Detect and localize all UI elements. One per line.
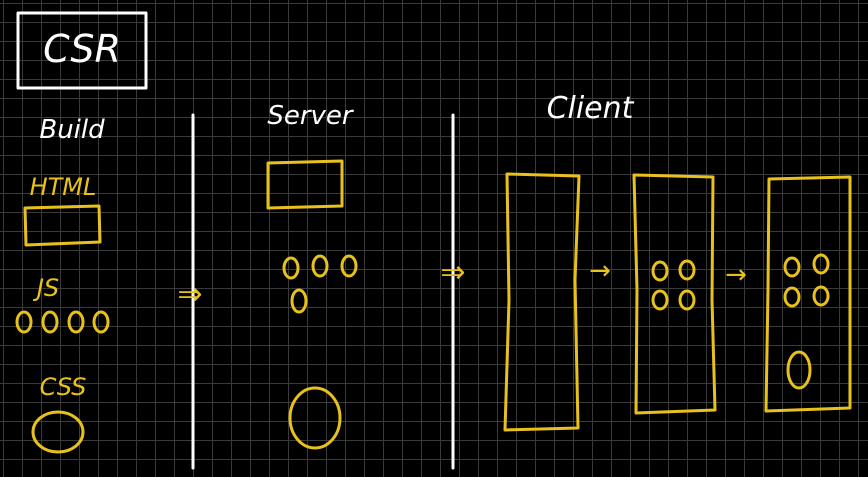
build-to-server-arrow: ⇒ (177, 277, 202, 312)
build-heading: Build (39, 115, 105, 145)
client-page-js-loaded (632, 173, 717, 415)
js-file-shape (678, 259, 696, 281)
server-to-client-arrow: ⇒ (440, 255, 465, 290)
js-files (15, 310, 110, 334)
js-file-shape (67, 310, 85, 334)
client-page-empty (503, 172, 581, 432)
js-file-shape (651, 260, 669, 282)
client-js-files (783, 253, 830, 308)
server-js-files (282, 254, 358, 314)
js-file-shape (311, 254, 329, 278)
client-step-arrow: → (589, 256, 611, 286)
title-box: CSR (16, 11, 148, 90)
js-file-shape (783, 256, 801, 278)
js-file-shape (651, 289, 669, 311)
client-page-fully-loaded (764, 175, 852, 413)
server-css-file-shape (288, 386, 342, 450)
client-heading: Client (547, 91, 635, 126)
client-column: → → (503, 172, 852, 432)
js-label: JS (33, 274, 59, 302)
js-file-shape (812, 285, 830, 307)
js-file-shape (783, 286, 801, 308)
server-heading: Server (267, 101, 355, 131)
css-label: CSS (40, 373, 87, 401)
js-file-shape (812, 253, 830, 275)
build-column: HTML JS CSS (15, 173, 110, 454)
js-file-shape (15, 310, 33, 334)
client-css-file-shape (786, 350, 812, 390)
client-js-files (651, 259, 696, 311)
html-block (23, 204, 102, 247)
server-column (266, 159, 358, 450)
js-file-shape (340, 254, 358, 278)
title-frame (16, 11, 148, 90)
js-file-shape (290, 288, 308, 314)
page-title: CSR (43, 27, 121, 71)
html-label: HTML (30, 173, 97, 201)
server-html-block (266, 159, 344, 210)
js-file-shape (92, 310, 110, 334)
js-file-shape (282, 256, 300, 280)
client-step-arrow: → (725, 260, 747, 290)
js-file-shape (41, 310, 59, 334)
css-file-shape (31, 410, 85, 454)
js-file-shape (678, 289, 696, 311)
